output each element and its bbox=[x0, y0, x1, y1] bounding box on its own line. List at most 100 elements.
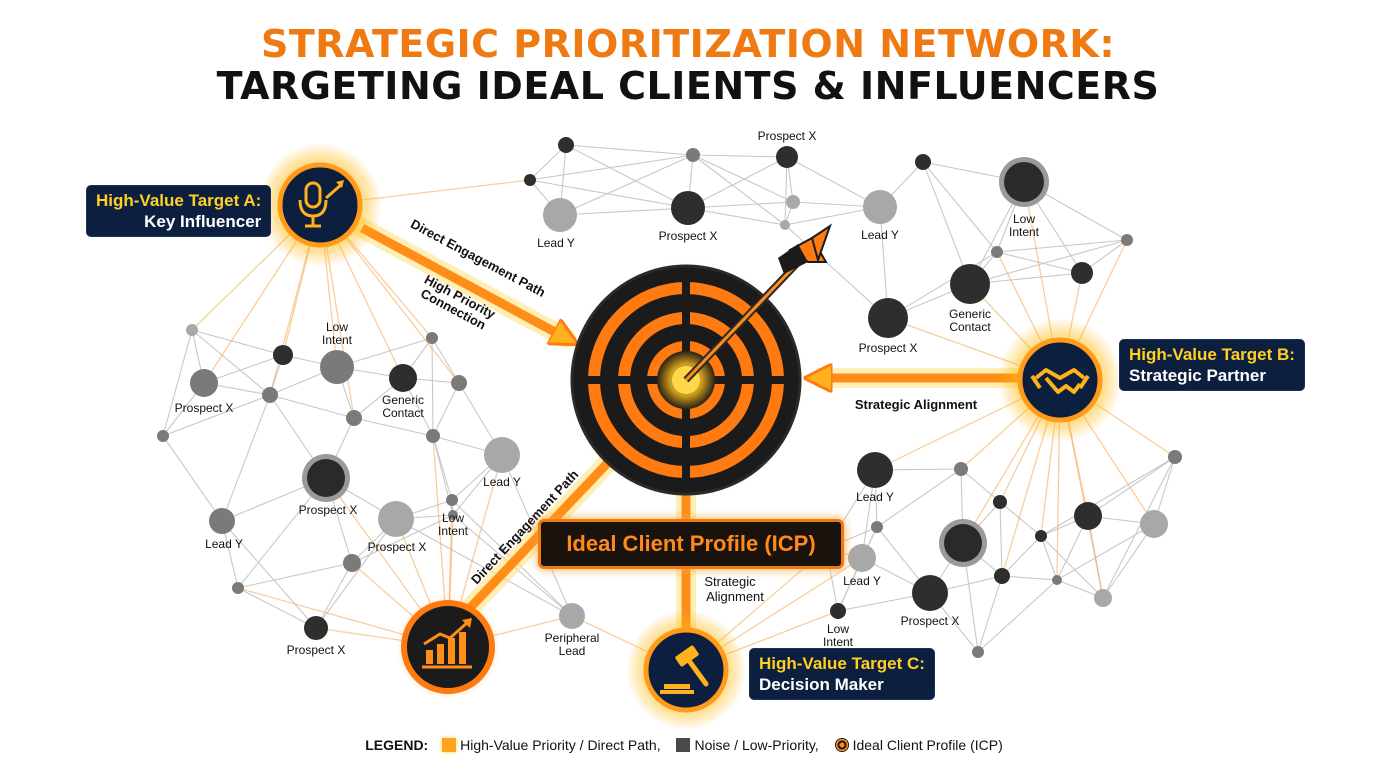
network-edge bbox=[999, 501, 1042, 537]
node-label-lead: Lead Y bbox=[205, 537, 243, 551]
network-node[interactable] bbox=[378, 501, 414, 537]
network-node[interactable] bbox=[830, 603, 846, 619]
legend-swatch-priority bbox=[442, 738, 457, 752]
network-node[interactable] bbox=[991, 246, 1003, 258]
network-edge bbox=[565, 144, 689, 209]
network-node[interactable] bbox=[524, 174, 536, 186]
network-edge bbox=[559, 207, 689, 216]
network-node[interactable] bbox=[346, 410, 362, 426]
network-node[interactable] bbox=[686, 148, 700, 162]
growth-node[interactable] bbox=[396, 595, 500, 699]
network-node[interactable] bbox=[543, 198, 577, 232]
network-edge bbox=[1102, 456, 1176, 599]
legend-item-noise: Noise / Low-Priority, bbox=[672, 737, 819, 753]
network-node[interactable] bbox=[559, 603, 585, 629]
legend: LEGEND: High-Value Priority / Direct Pat… bbox=[0, 737, 1376, 753]
network-node[interactable] bbox=[1094, 589, 1112, 607]
network-edge bbox=[432, 382, 460, 437]
target-c-node[interactable] bbox=[626, 610, 746, 730]
network-edge bbox=[1001, 575, 1058, 581]
network-node[interactable] bbox=[343, 554, 361, 572]
network-node[interactable] bbox=[671, 191, 705, 225]
network-node[interactable] bbox=[1004, 162, 1044, 202]
network-node[interactable] bbox=[1168, 450, 1182, 464]
network-node[interactable] bbox=[232, 582, 244, 594]
node-label-prospect: Prospect X bbox=[299, 503, 358, 517]
network-node[interactable] bbox=[1071, 262, 1093, 284]
network-node[interactable] bbox=[389, 364, 417, 392]
network-node[interactable] bbox=[1052, 575, 1062, 585]
legend-item-icp-label: Ideal Client Profile (ICP) bbox=[852, 737, 1003, 753]
target-c-role: Decision Maker bbox=[759, 675, 884, 694]
network-edge bbox=[269, 394, 355, 419]
path-label-strategic-alignment-b: Strategic Alignment bbox=[855, 397, 978, 412]
network-node[interactable] bbox=[780, 220, 790, 230]
network-node[interactable] bbox=[972, 646, 984, 658]
bar-chart-growth-icon bbox=[422, 618, 472, 669]
network-node[interactable] bbox=[209, 508, 235, 534]
network-edge bbox=[565, 144, 694, 156]
legend-item-noise-label: Noise / Low-Priority, bbox=[694, 737, 819, 753]
network-node[interactable] bbox=[273, 345, 293, 365]
network-edge bbox=[353, 417, 434, 437]
network-node[interactable] bbox=[1140, 510, 1168, 538]
network-edge bbox=[996, 251, 1083, 274]
title-line-2: TARGETING IDEAL CLIENTS & INFLUENCERS bbox=[216, 64, 1160, 108]
network-node[interactable] bbox=[157, 430, 169, 442]
target-b-label: High-Value Target B: Strategic Partner bbox=[1119, 339, 1305, 391]
network-node[interactable] bbox=[950, 264, 990, 304]
network-node[interactable] bbox=[426, 429, 440, 443]
legend-item-icp: Ideal Client Profile (ICP) bbox=[831, 737, 1003, 753]
network-edge bbox=[1056, 523, 1155, 581]
network-edge bbox=[191, 329, 284, 356]
network-node[interactable] bbox=[1121, 234, 1133, 246]
node-label-prospect: Prospect X bbox=[859, 341, 918, 355]
network-node[interactable] bbox=[954, 462, 968, 476]
network-edge bbox=[1001, 535, 1042, 577]
network-node[interactable] bbox=[848, 544, 876, 572]
network-node[interactable] bbox=[776, 146, 798, 168]
network-node[interactable] bbox=[448, 510, 458, 520]
target-a-node[interactable] bbox=[258, 143, 382, 267]
network-node[interactable] bbox=[484, 437, 520, 473]
target-b-node[interactable] bbox=[998, 318, 1122, 442]
network-node[interactable] bbox=[863, 190, 897, 224]
path-label-strategic-alignment-c-line1: Strategic bbox=[704, 574, 756, 589]
network-edge bbox=[960, 468, 1001, 503]
path-label-strategic-alignment-c: Strategic Alignment bbox=[704, 574, 764, 604]
network-node[interactable] bbox=[944, 524, 982, 562]
target-c-title: High-Value Target C: bbox=[759, 654, 925, 673]
network-edge bbox=[529, 144, 567, 181]
network-node[interactable] bbox=[786, 195, 800, 209]
title-line-1: STRATEGIC PRIORITIZATION NETWORK: bbox=[260, 22, 1116, 66]
network-node[interactable] bbox=[871, 521, 883, 533]
network-node[interactable] bbox=[304, 616, 328, 640]
network-node[interactable] bbox=[1035, 530, 1047, 542]
network-edge bbox=[999, 501, 1003, 577]
legend-title: LEGEND: bbox=[365, 737, 429, 753]
network-node[interactable] bbox=[190, 369, 218, 397]
network-node[interactable] bbox=[426, 332, 438, 344]
network-node[interactable] bbox=[994, 568, 1010, 584]
network-node[interactable] bbox=[558, 137, 574, 153]
network-node[interactable] bbox=[320, 350, 354, 384]
network-edge bbox=[431, 337, 460, 384]
network-node[interactable] bbox=[451, 375, 467, 391]
node-label-lead: Lead Y bbox=[537, 236, 575, 250]
network-node[interactable] bbox=[868, 298, 908, 338]
network-edge bbox=[1087, 456, 1176, 517]
network-node[interactable] bbox=[857, 452, 893, 488]
network-node[interactable] bbox=[307, 459, 345, 497]
network-node[interactable] bbox=[262, 387, 278, 403]
network-node[interactable] bbox=[186, 324, 198, 336]
network-edge bbox=[969, 239, 1128, 285]
network-node[interactable] bbox=[912, 575, 948, 611]
network-node[interactable] bbox=[915, 154, 931, 170]
network-node[interactable] bbox=[1074, 502, 1102, 530]
network-node[interactable] bbox=[993, 495, 1007, 509]
network-node[interactable] bbox=[446, 494, 458, 506]
